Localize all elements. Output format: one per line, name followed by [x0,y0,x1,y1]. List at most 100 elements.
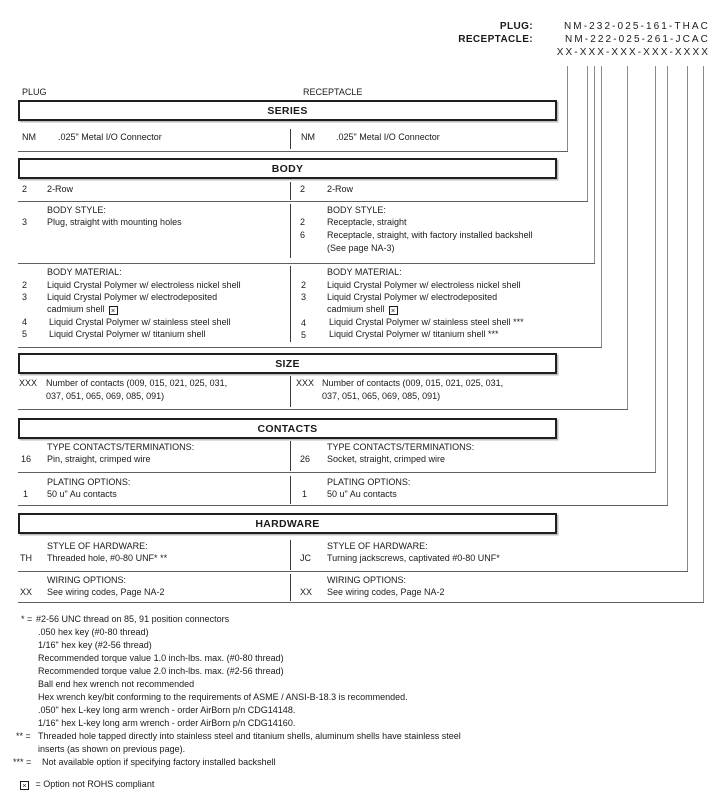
size-left-code: XXX [19,378,38,388]
size-right-line1: Number of contacts (009, 015, 021, 025, … [322,378,504,388]
body-material-left-text-1: Liquid Crystal Polymer w/ electroless ni… [47,280,241,290]
body-row-divider [290,182,291,200]
leader-body-material [601,66,602,347]
hw-style-right-label: STYLE OF HARDWARE: [327,541,428,551]
footnote-star-line-4: Recommended torque value 1.0 inch-lbs. m… [38,653,284,663]
hardware-section-header: HARDWARE [18,513,557,534]
plug-part-number-label: PLUG: [499,21,533,32]
cadmium-text-right: cadmium shell [327,304,385,314]
contacts-section-header: CONTACTS [18,418,557,439]
contacts-type-left-label: TYPE CONTACTS/TERMINATIONS: [47,442,195,452]
hw-style-left-text: Threaded hole, #0-80 UNF* ** [47,553,168,563]
series-left-text: .025" Metal I/O Connector [58,132,162,142]
footnote-star-line-7: Hex wrench key/bit conforming to the req… [38,692,408,702]
leader-hardware-style [687,66,688,571]
rule-series [18,151,568,152]
receptacle-column-label: RECEPTACLE [303,87,363,97]
plug-part-number-value: NM-232-025-161-THAC [563,21,710,32]
body-row-left-text: 2-Row [47,184,74,194]
hw-style-right-code: JC [300,553,311,563]
body-material-right-label: BODY MATERIAL: [327,267,402,277]
contacts-type-right-code: 26 [300,454,311,464]
body-style-right-label: BODY STYLE: [327,205,386,215]
receptacle-part-number-label: RECEPTACLE: [458,34,533,45]
rule-body-material [18,347,602,348]
plating-right-label: PLATING OPTIONS: [327,477,411,487]
footnote-tstar-marker: *** = [13,757,32,767]
series-right-text: .025" Metal I/O Connector [336,132,440,142]
footnote-star-line-6: Ball end hex wrench not recommended [38,679,195,689]
body-material-right-text-1: Liquid Crystal Polymer w/ electroless ni… [327,280,521,290]
contacts-type-divider [290,441,291,471]
not-rohs-icon: × [20,781,29,790]
body-style-left-code: 3 [22,217,28,227]
footnote-star-line-3: 1/16" hex key (#2-56 thread) [38,640,152,650]
body-style-right-text-3: (See page NA-3) [327,243,395,253]
hw-style-divider [290,540,291,570]
series-right-code: NM [301,132,315,142]
body-material-left-code-4: 4 [22,317,28,327]
body-style-right-code-1: 2 [300,217,306,227]
wiring-left-code: XX [20,587,33,597]
wiring-left-label: WIRING OPTIONS: [47,575,127,585]
size-right-code: XXX [296,378,315,388]
footnote-star-line-5: Recommended torque value 2.0 inch-lbs. m… [38,666,284,676]
body-material-right-text-2b: cadmium shell× [327,304,398,315]
body-material-left-text-2b: cadmium shell× [47,304,118,315]
wiring-divider [290,574,291,601]
hardware-title: HARDWARE [255,517,320,530]
not-rohs-icon: × [388,306,398,315]
body-row-left-code: 2 [22,184,28,194]
body-title: BODY [271,162,304,175]
plating-divider [290,476,291,504]
body-material-left-code-1: 2 [22,280,28,290]
leader-wiring [703,66,704,602]
series-section-header: SERIES [18,100,557,121]
contacts-type-left-text: Pin, straight, crimped wire [47,454,151,464]
rule-wiring [18,602,704,603]
hw-style-left-label: STYLE OF HARDWARE: [47,541,148,551]
contacts-type-right-text: Socket, straight, crimped wire [327,454,446,464]
size-left-line2: 037, 051, 065, 069, 085, 091) [46,391,165,401]
leader-plating [667,66,668,505]
plating-left-code: 1 [23,489,29,499]
footnote-dstar-marker: ** = [16,731,31,741]
rule-size [18,409,628,410]
rule-hardware-style [18,571,688,572]
plug-column-label: PLUG [22,87,47,97]
hw-style-left-code: TH [20,553,32,563]
rule-body-row [18,201,588,202]
body-style-left-text: Plug, straight with mounting holes [47,217,182,227]
leader-body-style [594,66,595,263]
wiring-left-text: See wiring codes, Page NA-2 [47,587,165,597]
footnote-star-line-9: 1/16" hex L-key long arm wrench - order … [38,718,296,728]
body-material-left-text-2: Liquid Crystal Polymer w/ electrodeposit… [47,292,218,302]
series-left-code: NM [22,132,36,142]
wiring-right-code: XX [300,587,313,597]
footnote-star-line-1: #2-56 UNC thread on 85, 91 position conn… [36,614,230,624]
body-material-left-text-5: Liquid Crystal Polymer w/ titanium shell [49,329,206,339]
contacts-title: CONTACTS [257,422,318,435]
contacts-type-right-label: TYPE CONTACTS/TERMINATIONS: [327,442,475,452]
body-style-right-code-2: 6 [300,230,306,240]
footnote-star-marker: * = [21,614,33,624]
plating-right-code: 1 [302,489,308,499]
body-material-right-code-5: 5 [301,330,307,340]
wiring-right-text: See wiring codes, Page NA-2 [327,587,445,597]
footnote-star-line-2: .050 hex key (#0-80 thread) [38,627,149,637]
body-material-right-text-4: Liquid Crystal Polymer w/ stainless stee… [329,317,524,327]
plating-left-label: PLATING OPTIONS: [47,477,131,487]
series-title: SERIES [267,104,308,117]
footnote-dstar-line-2: inserts (as shown on previous page). [38,744,186,754]
leader-series [567,66,568,151]
plating-right-text: 50 u" Au contacts [327,489,397,499]
leader-contacts-type [655,66,656,472]
footnote-star-line-8: .050" hex L-key long arm wrench - order … [38,705,296,715]
leader-body-row [587,66,588,201]
body-style-right-text-2: Receptacle, straight, with factory insta… [327,230,533,240]
body-section-header: BODY [18,158,557,179]
body-style-left-label: BODY STYLE: [47,205,106,215]
wiring-right-label: WIRING OPTIONS: [327,575,407,585]
size-divider [290,376,291,407]
